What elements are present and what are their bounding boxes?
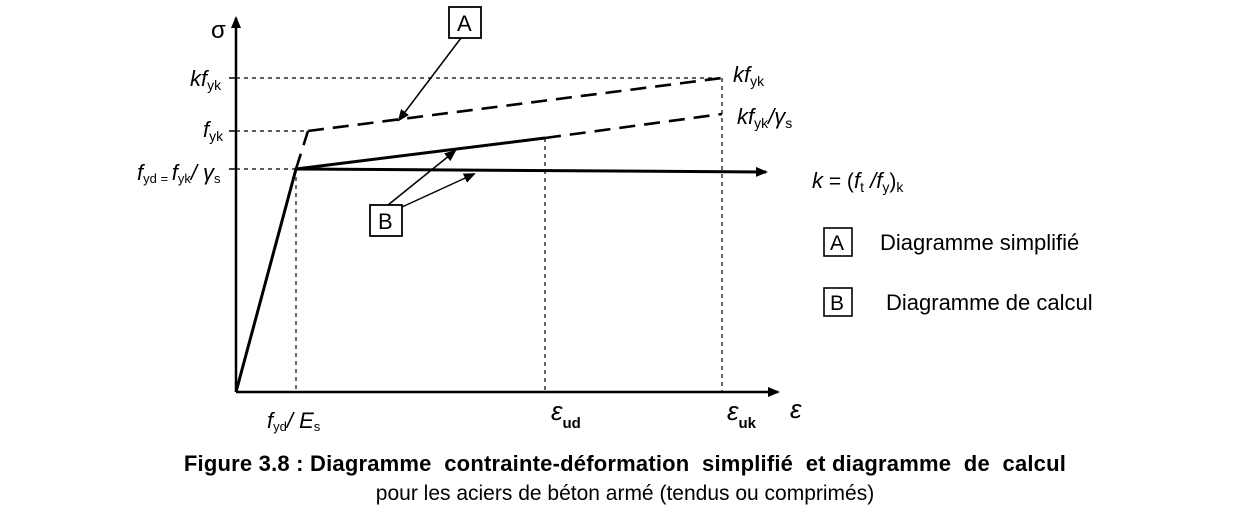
sigma-ticks xyxy=(229,77,236,170)
diagram-b-inclined-branch xyxy=(234,136,546,393)
callout-b-arrow-1 xyxy=(387,149,457,206)
sigma-axis-label: σ xyxy=(211,17,226,44)
callout-a-box xyxy=(448,6,482,39)
diagram-b-horizontal-branch xyxy=(295,166,768,177)
callout-b-arrow-2 xyxy=(401,173,476,208)
label-kfyk-gs-right: kfyk/γs xyxy=(737,104,792,131)
k-formula: k = (ft /fy)k xyxy=(812,168,904,195)
legend-a-box xyxy=(823,227,853,257)
caption-line-1: Figure 3.8 : Diagramme contrainte-déform… xyxy=(184,451,1066,476)
callout-a-arrow xyxy=(397,37,462,122)
legend-a-text: Diagramme simplifié xyxy=(880,230,1079,255)
legend-b-key: B xyxy=(830,292,844,315)
label-fyd-es: fyd/ Es xyxy=(267,408,321,434)
label-kfyk-right: kfyk xyxy=(733,62,765,89)
diagram-b-dashed-extension xyxy=(544,112,723,140)
epsilon-axis-label: ε xyxy=(790,394,802,424)
label-kfyk-left: kfyk xyxy=(190,66,222,93)
callout-b-label: B xyxy=(378,209,393,234)
callout-b-box xyxy=(369,204,403,237)
legend: A Diagramme simplifié B Diagramme de cal… xyxy=(823,227,1093,317)
legend-a-key: A xyxy=(830,232,844,255)
label-fyk-left: fyk xyxy=(203,117,224,144)
label-fyd-left: fyd = fyk/ γs xyxy=(137,160,221,186)
legend-b-text: Diagramme de calcul xyxy=(886,290,1093,315)
diagram-a-curve xyxy=(294,76,723,170)
label-eps-ud: εud xyxy=(551,396,581,432)
guide-lines xyxy=(236,77,723,392)
caption-line-2: pour les aciers de béton armé (tendus ou… xyxy=(376,482,874,505)
label-eps-uk: εuk xyxy=(727,396,757,432)
legend-b-box xyxy=(823,287,853,317)
callout-a-label: A xyxy=(457,11,472,36)
